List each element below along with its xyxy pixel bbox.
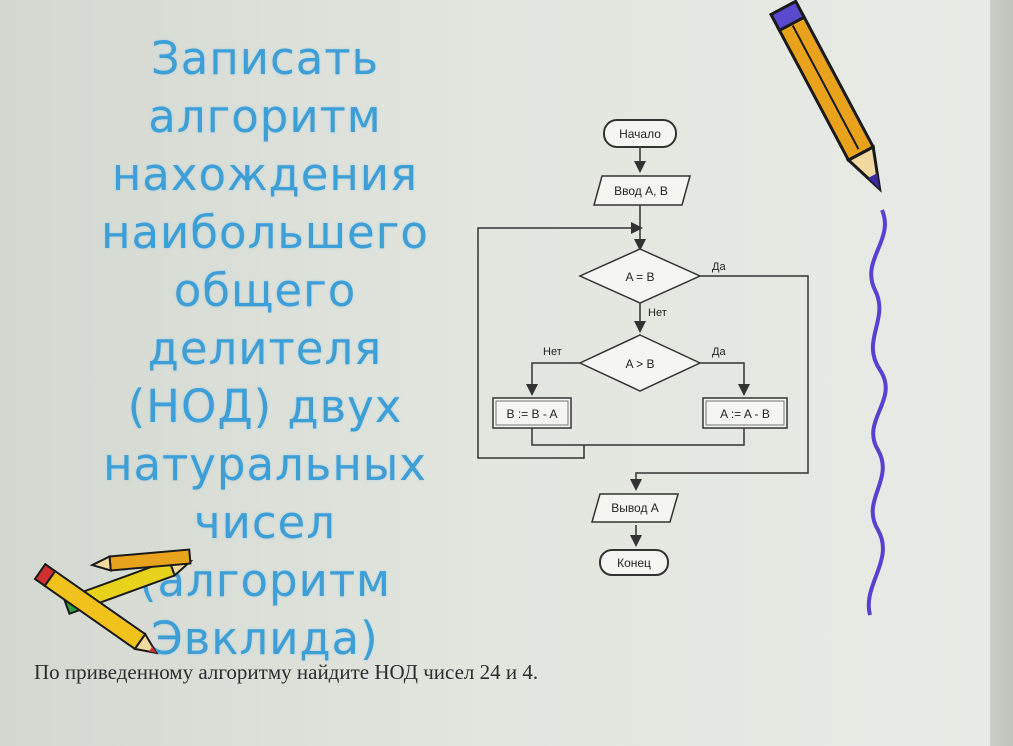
- flow-cond2-no-label: Нет: [543, 346, 562, 358]
- flow-input: [593, 175, 691, 206]
- flow-cond2-yes-label: Да: [712, 346, 726, 358]
- flow-start-label: Начало: [619, 127, 661, 141]
- flow-start: [603, 119, 677, 148]
- flow-assign-left-label: B := B - A: [506, 407, 557, 421]
- flow-assign-right: [702, 397, 788, 429]
- flow-cond1-yes-label: Да: [712, 261, 726, 273]
- screen-edge: [990, 0, 1013, 746]
- flow-assign-left: [492, 397, 572, 429]
- flow-condition-greater: [578, 334, 702, 392]
- pencil-icon: [89, 548, 192, 572]
- question-text: По приведенному алгоритму найдите НОД чи…: [34, 660, 539, 684]
- squiggle-decoration: [866, 209, 888, 616]
- pencil-icon: [768, 0, 882, 193]
- slide-title: Записать алгоритм нахождения наибольшего…: [101, 32, 429, 665]
- flow-output-label: Вывод A: [611, 501, 659, 515]
- flow-end-label: Конец: [617, 556, 651, 570]
- flow-condition-equal: [578, 248, 702, 304]
- flow-assign-right-label: A := A - B: [720, 407, 770, 421]
- flow-condition-greater-label: A > B: [625, 357, 654, 371]
- flow-cond1-no-label: Нет: [648, 307, 667, 319]
- slide-background: [0, 0, 990, 746]
- flow-output: [591, 493, 679, 523]
- flow-end: [599, 549, 669, 576]
- pencil-icon: [33, 562, 159, 655]
- flow-condition-equal-label: A = B: [625, 270, 654, 284]
- flow-input-label: Ввод A, B: [614, 184, 668, 198]
